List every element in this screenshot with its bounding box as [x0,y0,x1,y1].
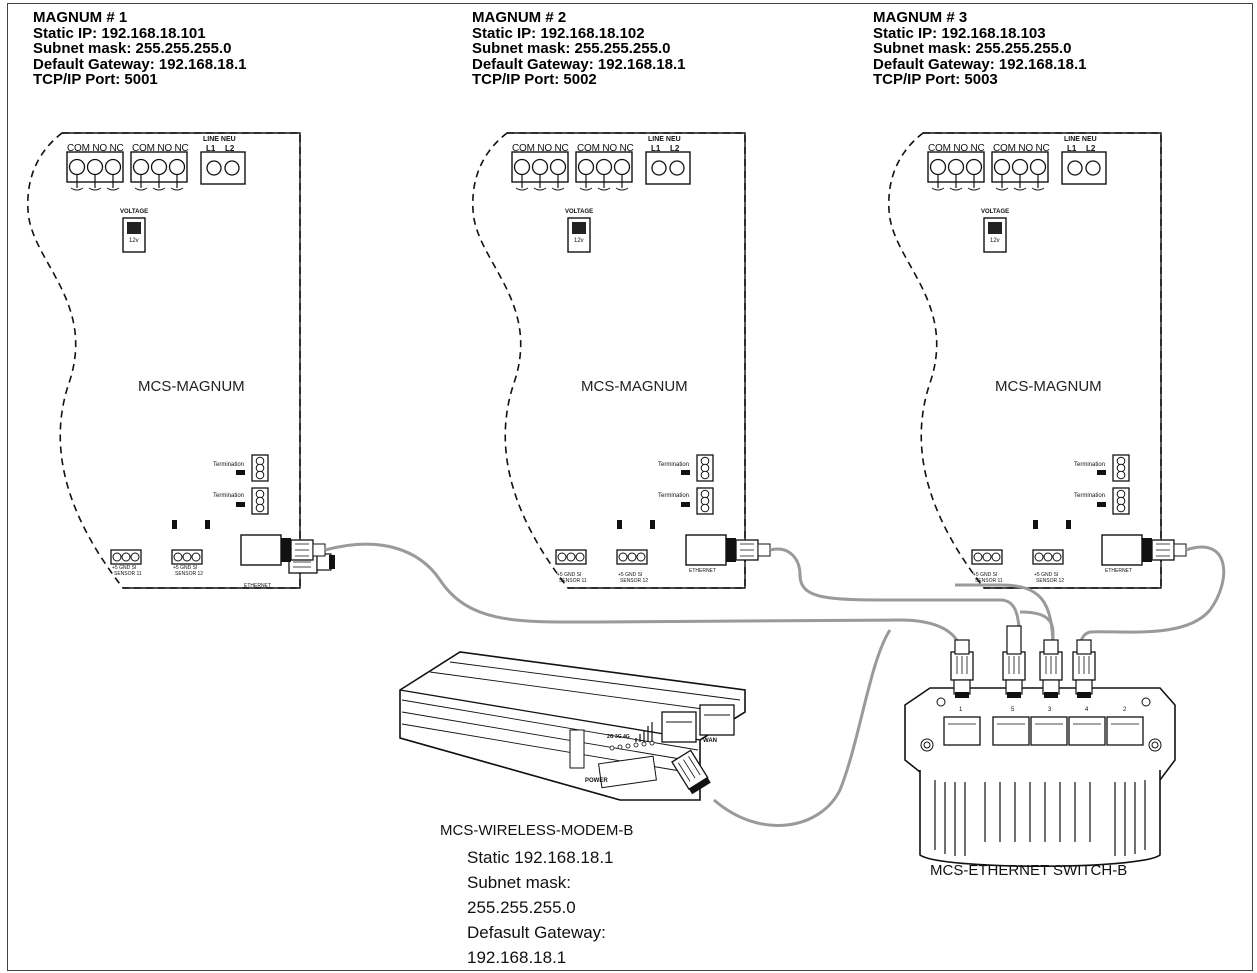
modem-subnet-value: 255.255.255.0 [467,898,576,917]
board-3-sensor12: SENSOR 12 [1036,578,1065,584]
board-2-l1: L1 [651,144,661,153]
magnum-2-gateway: Default Gateway: 192.168.18.1 [472,55,686,73]
board-2-pins-b: +5 GND SI [618,572,643,578]
board-2-volt-value: 12v [574,238,584,244]
switch-port-2: 2 [1123,707,1127,713]
board-3-l1: L1 [1067,144,1077,153]
magnum-2-name: MAGNUM # 2 [472,9,567,26]
magnum-3-ip: Static IP: 192.168.18.103 [873,24,1046,42]
magnum-1-header: MAGNUM # 1 Static IP: 192.168.18.101 Sub… [33,10,246,88]
board-2-l2: L2 [670,144,680,153]
board-1-termination-a: Termination [213,462,245,468]
board-2-relay-labels-a: COM NO NC [512,143,569,154]
board-2-title: MCS-MAGNUM [581,378,688,395]
modem-power-label: POWER [585,778,608,784]
magnum-1-ip: Static IP: 192.168.18.101 [33,24,206,42]
board-2-sensor12: SENSOR 12 [620,578,649,584]
board-1-l1: L1 [206,144,216,153]
magnum-3-port: TCP/IP Port: 5003 [873,71,998,88]
board-3-pins-b: +5 GND SI [1034,572,1059,578]
magnum-2-ip: Static IP: 192.168.18.102 [472,24,645,42]
modem-config: Static 192.168.18.1 Subnet mask: 255.255… [467,845,614,970]
board-1-relay-labels-b: COM NO NC [132,143,189,154]
modem-gateway-value: 192.168.18.1 [467,948,567,967]
board-3-voltage: VOLTAGE [981,209,1010,215]
board-2-termination-b: Termination [658,493,690,499]
board-2-line-neu: LINE NEU [648,136,681,143]
magnum-board-3 [888,132,1162,589]
switch-name: MCS-ETHERNET SWITCH-B [930,862,1128,879]
switch-port-3: 3 [1048,707,1052,713]
magnum-board-1 [27,132,336,589]
switch-port-5: 5 [1011,707,1015,713]
magnum-3-mask: Subnet mask: 255.255.255.0 [873,40,1072,57]
board-1-line-neu: LINE NEU [203,136,236,143]
board-3-volt-value: 12v [990,238,1000,244]
board-2-sensor11: SENSOR 11 [559,578,587,584]
board-2-relay-labels-b: COM NO NC [577,143,634,154]
switch-port-4: 4 [1085,707,1089,713]
modem-gateway-label: Defasult Gateway: [467,923,606,942]
board-1-ethernet: ETHERNET [244,583,271,589]
modem-wan-label: WAN [703,738,717,744]
board-3-sensor11: SENSOR 11 [975,578,1003,584]
board-2-pins-a: +5 GND SI [557,572,582,578]
board-3-ethernet: ETHERNET [1105,568,1132,574]
modem-subnet-label: Subnet mask: [467,873,571,892]
board-3-l2: L2 [1086,144,1096,153]
board-1-l2: L2 [225,144,235,153]
board-1-relay-labels-a: COM NO NC [67,143,124,154]
board-1-termination-b: Termination [213,493,245,499]
board-2-voltage: VOLTAGE [565,209,594,215]
magnum-2-mask: Subnet mask: 255.255.255.0 [472,40,671,57]
board-2-termination-a: Termination [658,462,690,468]
magnum-1-port: TCP/IP Port: 5001 [33,71,158,88]
magnum-2-port: TCP/IP Port: 5002 [472,71,597,88]
magnum-3-name: MAGNUM # 3 [873,9,968,26]
ethernet-cables [324,542,1226,827]
board-3-relay-labels-b: COM NO NC [993,143,1050,154]
board-3-pins-a: +5 GND SI [973,572,998,578]
board-1-pins-b: +5 GND SI [173,565,198,571]
board-1-sensor12: SENSOR 12 [175,571,204,577]
board-3-termination-b: Termination [1074,493,1106,499]
board-3-relay-labels-a: COM NO NC [928,143,985,154]
board-1-voltage: VOLTAGE [120,209,149,215]
board-3-title: MCS-MAGNUM [995,378,1102,395]
board-3-termination-a: Termination [1074,462,1106,468]
magnum-2-header: MAGNUM # 2 Static IP: 192.168.18.102 Sub… [472,10,685,88]
magnum-1-mask: Subnet mask: 255.255.255.0 [33,40,232,57]
magnum-1-name: MAGNUM # 1 [33,9,128,26]
modem-name: MCS-WIRELESS-MODEM-B [440,822,634,839]
magnum-3-header: MAGNUM # 3 Static IP: 192.168.18.103 Sub… [873,10,1086,88]
board-2-ethernet: ETHERNET [689,568,716,574]
magnum-1-gateway: Default Gateway: 192.168.18.1 [33,55,247,73]
board-1-sensor11: SENSOR 11 [114,571,142,577]
board-1-title: MCS-MAGNUM [138,378,245,395]
board-3-line-neu: LINE NEU [1064,136,1097,143]
board-ethernet-plugs [281,538,1187,562]
switch-port-1: 1 [959,707,963,713]
magnum-board-2 [472,132,746,589]
modem-static-ip: Static 192.168.18.1 [467,848,614,867]
modem-led-label: 2G 3G 4G [607,734,630,740]
ethernet-switch [904,625,1176,868]
board-1-volt-value: 12v [129,238,139,244]
board-1-pins-a: +5 GND SI [112,565,137,571]
diagram-frame [7,3,1253,971]
magnum-3-gateway: Default Gateway: 192.168.18.1 [873,55,1087,73]
wireless-modem [399,651,746,801]
